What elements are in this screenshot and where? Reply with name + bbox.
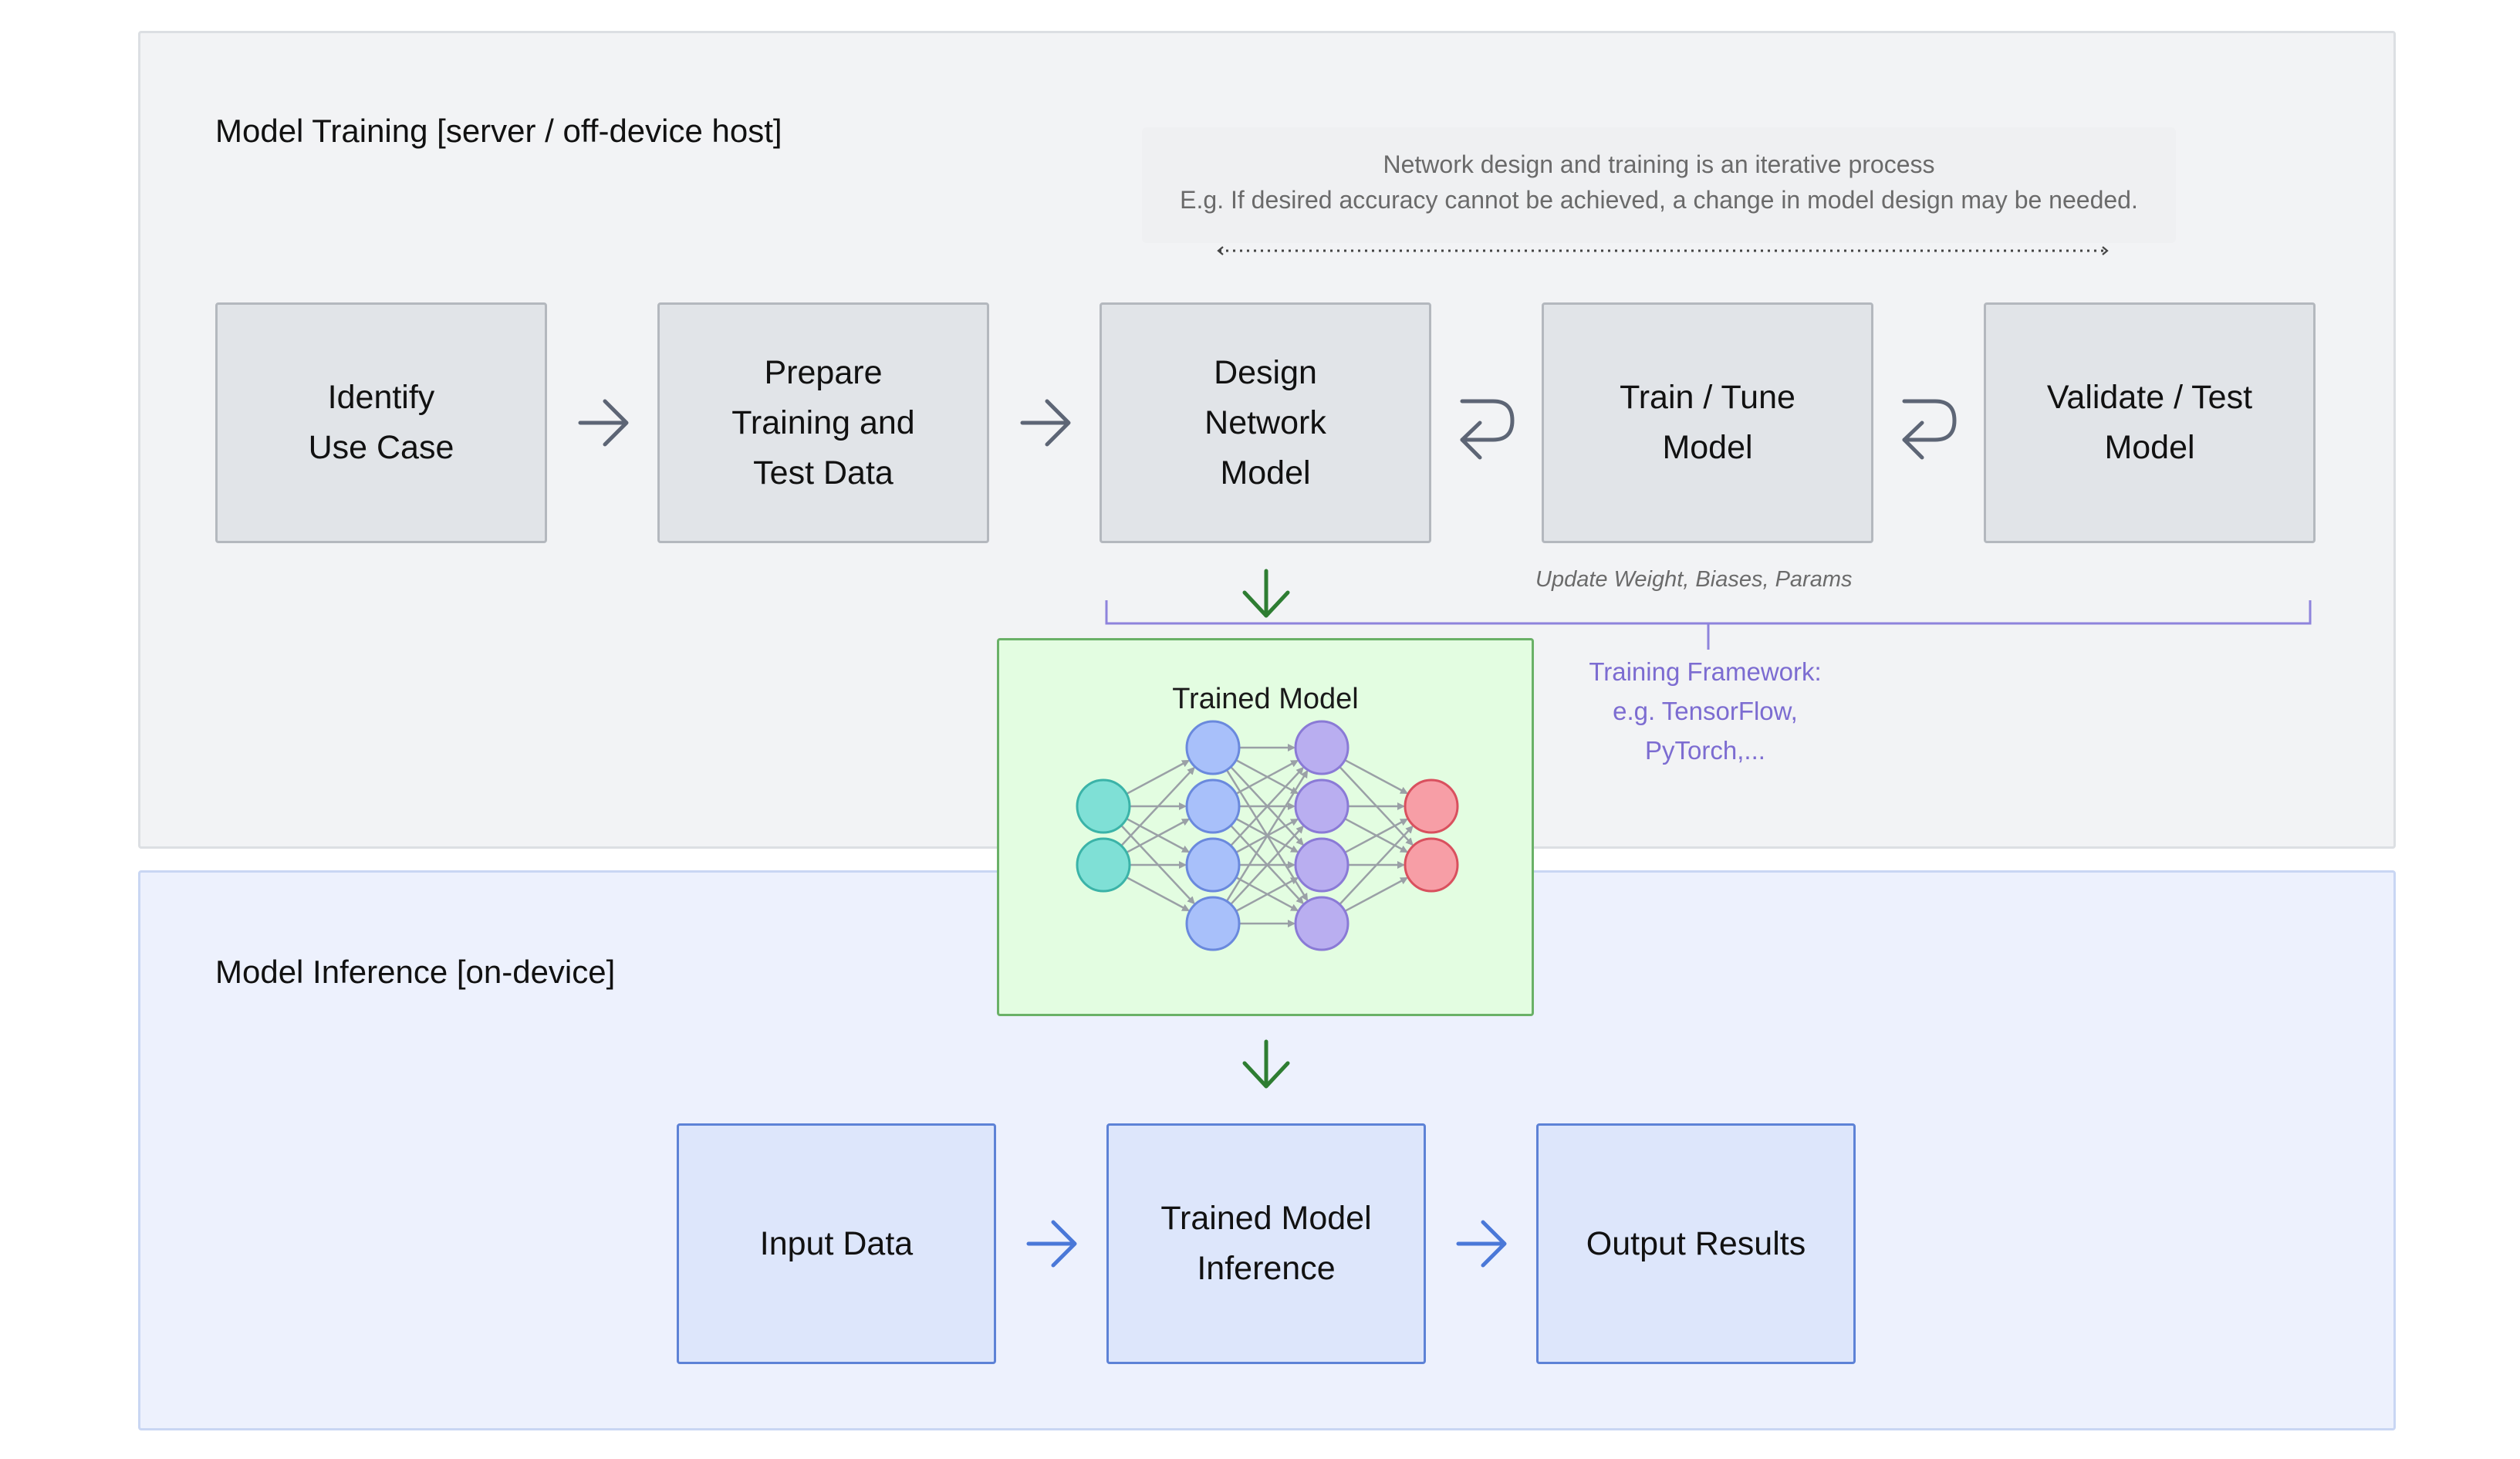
update-params-caption: Update Weight, Biases, Params bbox=[1535, 567, 1853, 592]
training-framework-label: Training Framework: e.g. TensorFlow, PyT… bbox=[1551, 652, 1860, 770]
network-node bbox=[1185, 896, 1241, 951]
network-node bbox=[1294, 778, 1350, 834]
network-edge bbox=[1235, 759, 1299, 795]
step-label-line: Design bbox=[1214, 353, 1317, 391]
network-edge bbox=[1225, 769, 1309, 902]
network-node bbox=[1294, 720, 1350, 775]
framework-label-line: Training Framework: bbox=[1589, 657, 1822, 686]
network-edge bbox=[1235, 876, 1299, 912]
network-node bbox=[1294, 896, 1350, 951]
arrow-right-icon bbox=[1020, 399, 1071, 447]
network-node bbox=[1076, 837, 1131, 893]
iteration-note-line-2: E.g. If desired accuracy cannot be achie… bbox=[1180, 186, 2138, 214]
step-label-line: Validate / Test bbox=[2046, 379, 2253, 416]
step-label-line: Identify bbox=[327, 379, 435, 416]
iteration-note: Network design and training is an iterat… bbox=[1142, 147, 2176, 218]
step-label-line: Prepare bbox=[764, 353, 883, 391]
network-edge bbox=[1230, 766, 1304, 846]
network-node bbox=[1404, 837, 1459, 893]
network-edge bbox=[1126, 876, 1191, 912]
network-edge bbox=[1344, 818, 1409, 854]
step-train-tune-model[interactable]: Train / Tune Model bbox=[1542, 302, 1873, 543]
step-design-network-model[interactable]: Design Network Model bbox=[1100, 302, 1431, 543]
network-edge bbox=[1344, 758, 1409, 795]
arrow-right-icon bbox=[1026, 1220, 1077, 1268]
training-section-title: Model Training [server / off-device host… bbox=[215, 113, 782, 149]
network-node bbox=[1076, 778, 1131, 834]
trained-model-box[interactable]: Trained Model bbox=[997, 638, 1534, 1016]
network-node bbox=[1185, 837, 1241, 893]
inference-output-results[interactable]: Output Results bbox=[1536, 1123, 1856, 1364]
return-arrow-icon bbox=[1460, 399, 1515, 460]
step-identify-use-case[interactable]: Identify Use Case bbox=[215, 302, 547, 543]
inference-label-line: Output Results bbox=[1586, 1224, 1806, 1262]
step-label-line: Training and bbox=[731, 404, 915, 441]
network-edge bbox=[1126, 818, 1191, 854]
inference-section-title: Model Inference [on-device] bbox=[215, 954, 616, 990]
return-arrow-icon bbox=[1902, 399, 1957, 460]
arrow-right-icon bbox=[578, 399, 629, 447]
inference-input-data[interactable]: Input Data bbox=[677, 1123, 996, 1364]
arrow-right-icon bbox=[1456, 1220, 1507, 1268]
network-edge bbox=[1339, 825, 1414, 906]
network-node bbox=[1294, 837, 1350, 893]
step-prepare-data[interactable]: Prepare Training and Test Data bbox=[657, 302, 989, 543]
step-label-line: Train / Tune bbox=[1620, 379, 1795, 416]
network-node bbox=[1185, 720, 1241, 775]
step-validate-test-model[interactable]: Validate / Test Model bbox=[1984, 302, 2316, 543]
framework-label-line: PyTorch,... bbox=[1645, 736, 1765, 765]
framework-label-line: e.g. TensorFlow, bbox=[1613, 697, 1798, 725]
step-label-line: Use Case bbox=[308, 429, 454, 466]
inference-label-line: Input Data bbox=[759, 1224, 914, 1262]
arrow-down-icon bbox=[1242, 1039, 1290, 1089]
network-edge bbox=[1120, 766, 1195, 847]
network-node bbox=[1404, 778, 1459, 834]
inference-label-line: Inference bbox=[1197, 1250, 1336, 1287]
neural-network-graphic bbox=[1076, 720, 1459, 951]
step-label-line: Test Data bbox=[753, 454, 893, 491]
network-edge bbox=[1230, 825, 1304, 905]
training-framework-bracket bbox=[1105, 600, 2312, 650]
step-label-line: Model bbox=[2104, 429, 2195, 466]
step-label-line: Model bbox=[1220, 454, 1311, 491]
iteration-note-line-1: Network design and training is an iterat… bbox=[1383, 150, 1935, 178]
step-label-line: Model bbox=[1662, 429, 1753, 466]
network-edge bbox=[1344, 876, 1409, 913]
inference-label-line: Trained Model bbox=[1160, 1200, 1372, 1237]
inference-trained-model[interactable]: Trained Model Inference bbox=[1106, 1123, 1426, 1364]
iteration-note-background bbox=[1142, 127, 2176, 243]
trained-model-title: Trained Model bbox=[1172, 683, 1359, 715]
arrow-down-icon bbox=[1242, 569, 1290, 618]
network-edge bbox=[1126, 759, 1191, 795]
network-node bbox=[1185, 778, 1241, 834]
step-label-line: Network bbox=[1204, 404, 1326, 441]
